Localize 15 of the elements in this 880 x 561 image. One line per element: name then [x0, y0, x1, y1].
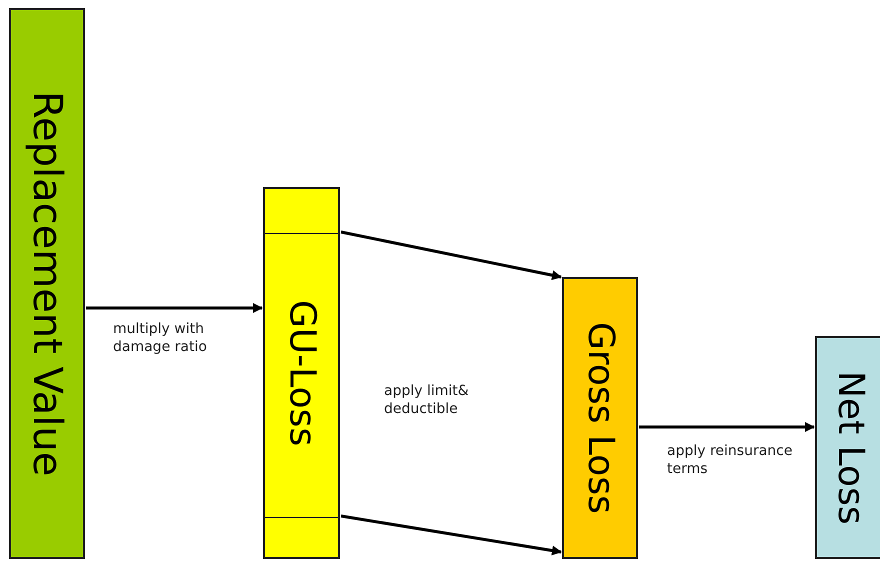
- arrow: [639, 422, 815, 432]
- stage-name: GU-Loss: [284, 300, 320, 446]
- step-note: apply limit& deductible: [384, 382, 470, 418]
- stage-name: Replacement Value: [27, 90, 67, 476]
- stage-bar: [815, 336, 880, 559]
- arrow: [86, 303, 263, 313]
- stage-bar: [562, 277, 638, 559]
- edge-label: apply reinsurance terms: [667, 442, 794, 478]
- arrow: [340, 230, 562, 280]
- stage-name: Gross Loss: [582, 322, 618, 514]
- stage-name: Net Loss: [832, 370, 868, 524]
- edge-label: multiply with damage ratio: [113, 320, 208, 356]
- arrow: [340, 514, 562, 556]
- stage-bar: [9, 8, 85, 559]
- stage-bar: [263, 187, 340, 559]
